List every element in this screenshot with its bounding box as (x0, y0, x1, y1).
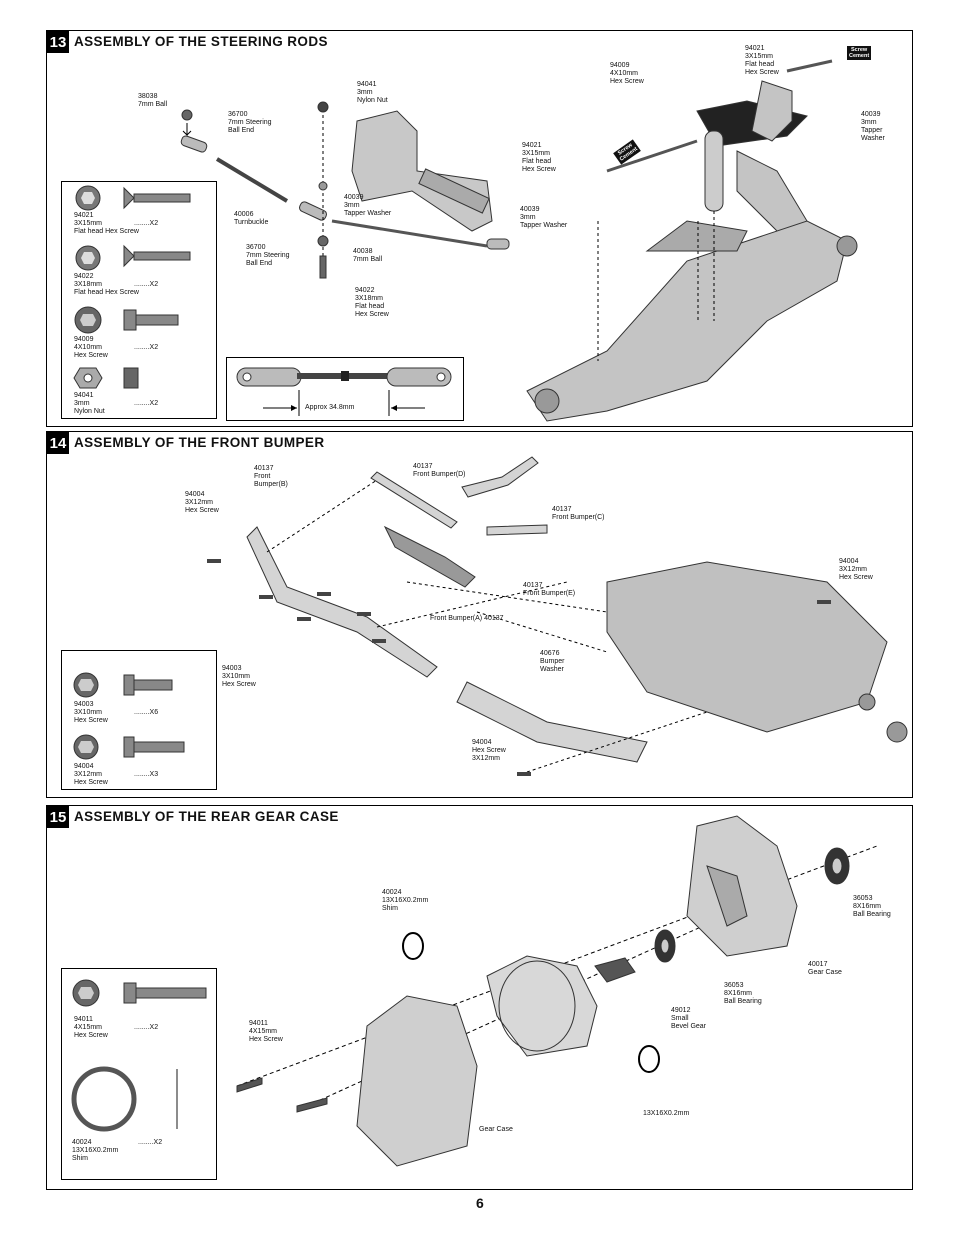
step-title-13: ASSEMBLY OF THE STEERING RODS (74, 34, 328, 49)
differential (486, 955, 598, 1057)
part-14-2-code: 94004 3X12mm Hex Screw (74, 763, 108, 786)
label-13-3: 94041 3mm Nylon Nut (357, 81, 388, 104)
parts-list-13-icons (73, 185, 191, 389)
screw-cement-tag-1: Screw Cement (847, 46, 872, 60)
step-number-13: 13 (47, 31, 69, 53)
part-13-3-code: 94009 4X10mm Hex Screw (74, 336, 108, 359)
ball-end-top (180, 135, 208, 153)
gear-case-left (356, 995, 478, 1167)
label-13-1: 38038 7mm Ball (138, 93, 168, 108)
hex-screw-icon (123, 674, 173, 696)
label-14-6: Front Bumper(A) 40137 (430, 615, 504, 622)
label-15-1: 40024 13X16X0.2mm Shim (382, 889, 429, 912)
section-14: 14 ASSEMBLY OF THE FRONT BUMPER (46, 431, 913, 798)
label-14-9: 40676 Bumper Washer (540, 650, 565, 673)
parts-list-13: 94021 3X15mm Flat head Hex Screw .......… (61, 181, 217, 419)
hex-screw-icon (123, 982, 207, 1004)
bumper-c (461, 456, 539, 498)
part-14-2-qty: ........X3 (134, 771, 159, 778)
label-13-10: 94021 3X15mm Flat head Hex Screw (745, 45, 779, 76)
parts-list-14: 94003 3X10mm Hex Screw ........X6 94004 … (61, 650, 217, 790)
hex-screw-icon (123, 309, 179, 331)
shim-icon (71, 1066, 137, 1132)
bumper-d (370, 471, 458, 529)
label-14-5: 40137 Front Bumper(E) (523, 582, 576, 597)
rod-length-diagram (236, 367, 452, 416)
flat-screw-icon (123, 186, 191, 210)
small-bevel-gear (594, 957, 636, 983)
bumper-a (383, 525, 476, 588)
rear-bumper-assembled (456, 681, 648, 763)
label-13-11: 40039 3mm Tapper Washer (861, 111, 885, 142)
step-number-15: 15 (47, 806, 69, 828)
part-13-1-qty: ........X2 (134, 220, 159, 227)
label-14-1: 40137 Front Bumper(B) (254, 465, 288, 488)
rear-gear-case-illustration (236, 815, 878, 1167)
bumper-b (246, 526, 438, 678)
hex-screw-1 (236, 1077, 263, 1093)
label-14-7: 94004 3X12mm Hex Screw (839, 558, 873, 581)
step-title-15: ASSEMBLY OF THE REAR GEAR CASE (74, 809, 339, 824)
rod-length-box: Approx 34.8mm (226, 357, 464, 421)
label-14-3: 94004 3X12mm Hex Screw (185, 491, 219, 514)
nylon-nut (317, 101, 329, 113)
label-14-10: 94004 Hex Screw 3X12mm (472, 739, 506, 762)
part-13-2-qty: ........X2 (134, 281, 159, 288)
ball-end-lower (299, 201, 327, 221)
label-14-8: 94003 3X10mm Hex Screw (222, 665, 256, 688)
label-13-4: 40006 Turnbuckle (234, 211, 269, 226)
hex-screw-2 (296, 1097, 328, 1113)
section-13: 13 ASSEMBLY OF THE STEERING RODS (46, 30, 913, 427)
part-15-2-code: 40024 13X16X0.2mm Shim (72, 1139, 119, 1162)
label-14-4: 40137 Front Bumper(C) (552, 506, 605, 521)
part-14-1-qty: ........X6 (134, 709, 159, 716)
parts-list-14-icons (73, 672, 185, 760)
label-14-2: 40137 Front Bumper(D) (413, 463, 466, 478)
part-15-2-qty: ........X2 (138, 1139, 163, 1146)
label-15-6: 94011 4X15mm Hex Screw (249, 1020, 283, 1043)
label-13-7: 40038 7mm Ball (353, 248, 383, 263)
label-13-9: 94009 4X10mm Hex Screw (610, 62, 644, 85)
label-15-4: 36053 8X16mm Ball Bearing (724, 982, 762, 1005)
part-13-4-code: 94041 3mm Nylon Nut (74, 392, 105, 415)
ball-7mm-top (181, 109, 193, 121)
part-13-3-qty: ........X2 (134, 344, 159, 351)
rod-length-label: Approx 34.8mm (305, 404, 355, 411)
part-13-4-qty: ........X2 (134, 400, 159, 407)
label-15-2: 36053 8X16mm Ball Bearing (853, 895, 891, 918)
part-15-1-code: 94011 4X15mm Hex Screw (74, 1016, 108, 1039)
front-bumper-illustration (207, 456, 908, 776)
label-15-7: 13X16X0.2mm (643, 1110, 690, 1117)
part-14-1-code: 94003 3X10mm Hex Screw (74, 701, 108, 724)
label-13-12: 94021 3X15mm Flat head Hex Screw (522, 142, 556, 173)
label-15-3: 40017 Gear Case (808, 961, 842, 976)
steering-rods-illustration (180, 59, 858, 422)
label-13-2: 36700 7mm Steering Ball End (228, 111, 272, 134)
part-13-2-code: 94022 3X18mm Flat head Hex Screw (74, 273, 139, 296)
shim-top (402, 932, 424, 960)
part-15-1-qty: ........X2 (134, 1024, 159, 1031)
part-13-1-code: 94021 3X15mm Flat head Hex Screw (74, 212, 139, 235)
label-13-6: 36700 7mm Steering Ball End (246, 244, 290, 267)
step-number-14: 14 (47, 432, 69, 454)
turnbuckle (215, 157, 289, 203)
label-15-5: 49012 Small Bevel Gear (671, 1007, 707, 1030)
step-title-14: ASSEMBLY OF THE FRONT BUMPER (74, 435, 325, 450)
page-number: 6 (476, 1195, 484, 1211)
shim-bottom (638, 1045, 660, 1073)
gear-case-right (686, 815, 798, 957)
label-13-8: 94022 3X18mm Flat head Hex Screw (355, 287, 389, 318)
label-13-5: 40039 3mm Tapper Washer (344, 194, 392, 217)
section-15: 15 ASSEMBLY OF THE REAR GEAR CASE 40024 … (46, 805, 913, 1190)
label-13-13: 40039 3mm Tapper Washer (520, 206, 568, 229)
parts-list-15: 94011 4X15mm Hex Screw ........X2 40024 … (61, 968, 217, 1180)
label-15-8: Gear Case (479, 1126, 513, 1133)
front-chassis (526, 220, 848, 422)
parts-list-15-icons (71, 979, 207, 1132)
